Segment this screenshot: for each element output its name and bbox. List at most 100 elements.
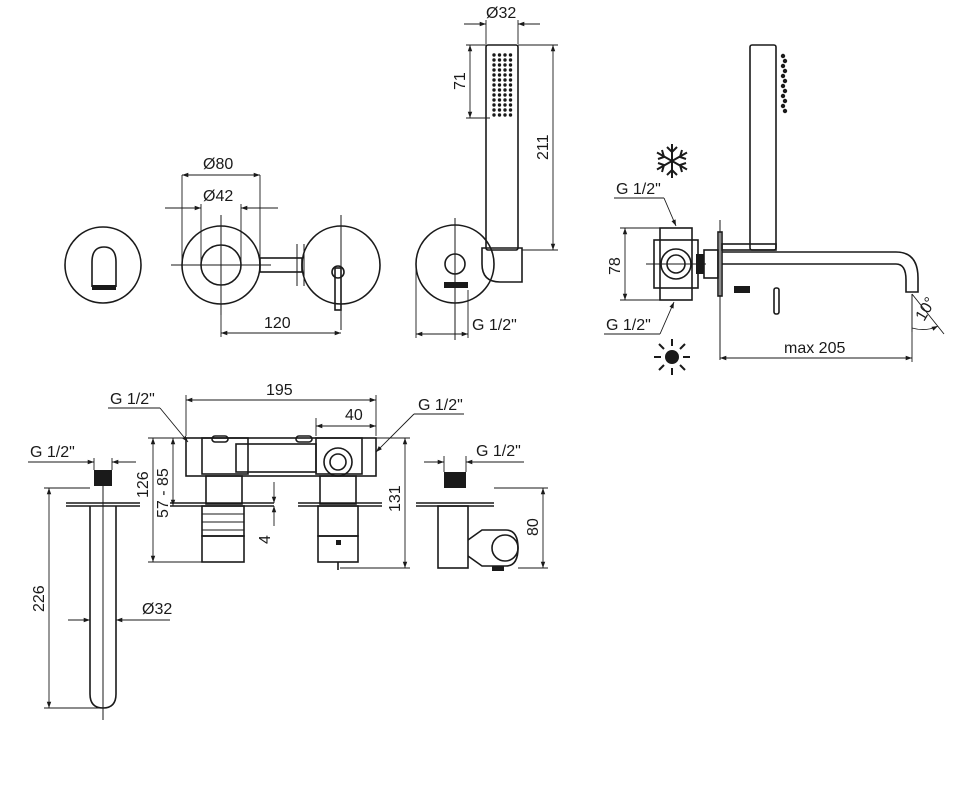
nozzle-dot [492,108,496,112]
label-height-80: 80 [525,518,542,536]
label-angle: 10° [913,295,940,324]
dim-height-80: 80 [494,487,548,569]
dim-diameter-80: Ø80 [181,156,261,260]
nozzle-dot [782,78,788,84]
nozzle-dot [497,103,502,107]
nozzle-dot [503,53,507,57]
nozzle-dot [780,63,786,69]
spout-rosette-front [64,226,142,304]
nozzle-dot [782,58,788,64]
nozzle-dot [492,83,496,87]
nozzle-dot [497,98,502,102]
label-spacing-120: 120 [264,315,291,332]
label-spout-diameter: Ø32 [142,601,172,618]
nozzle-dot [497,78,502,82]
mixer-body-side [646,44,919,360]
label-thread-side-top: G 1/2" [616,181,661,198]
dim-length-211: 211 [518,44,558,251]
label-thread-mixer-mid: G 1/2" [418,397,463,414]
dim-depth-4: 4 [257,482,277,544]
dim-diameter-32-top: Ø32 [464,5,540,44]
nozzle-dot [503,108,507,112]
nozzle-dot [508,78,513,82]
nozzle-dot [780,53,786,59]
nozzle-dot [497,58,502,62]
mixer-body-plan [170,435,382,570]
nozzle-dot [497,88,502,92]
nozzle-dot [503,98,507,102]
nozzle-dot [497,73,502,77]
label-thread-mixer-left: G 1/2" [110,391,155,408]
label-thread-holder: G 1/2" [476,443,521,460]
label-height-78: 78 [607,257,624,275]
nozzle-dot [780,103,786,109]
dim-depth-126: 126 [135,437,204,563]
label-depth-126: 126 [135,471,152,498]
nozzle-dot [508,58,513,62]
label-width-40: 40 [345,407,363,424]
nozzle-grid [492,53,513,117]
nozzle-dot [497,63,502,67]
label-depth-range: 57 - 85 [155,468,172,518]
nozzle-dot [492,58,496,62]
nozzle-dot [503,68,507,72]
nozzle-dot [780,93,786,99]
dim-spacing-120: 120 [220,300,341,337]
nozzle-dot [503,58,507,62]
nozzle-dot [497,83,502,87]
nozzle-dot [782,98,788,104]
dim-angle: 10° [911,293,945,335]
nozzle-dot [503,103,507,107]
nozzle-dot [492,88,496,92]
dim-max-reach: max 205 [720,294,913,362]
nozzle-dot [497,113,502,117]
nozzle-dot [492,68,496,72]
nozzle-dot [492,73,496,77]
nozzle-dot [508,108,513,112]
nozzle-dot [503,63,507,67]
nozzle-dot [782,108,788,114]
nozzle-dot [492,103,496,107]
nozzle-dot [503,78,507,82]
nozzle-dot [508,93,513,97]
nozzle-dot [508,73,513,77]
nozzle-dot [780,83,786,89]
snowflake-icon [656,144,688,178]
dim-depth-range: 57 - 85 [155,437,186,518]
dim-thread-mixer-left: G 1/2" [108,391,189,443]
nozzle-dot [508,68,513,72]
sun-icon [654,339,690,375]
nozzle-dot [492,53,496,57]
dim-width-195: 195 [185,382,377,436]
dim-thread-spout: G 1/2" [28,444,136,470]
nozzle-dot [503,113,507,117]
label-depth-4: 4 [257,535,274,544]
nozzle-dot [508,83,513,87]
nozzle-dot [508,113,513,117]
nozzle-dot [503,83,507,87]
dim-height-78: 78 [607,227,660,301]
nozzle-dot [492,98,496,102]
dim-head-71: 71 [452,44,490,119]
shower-holder-side [416,472,519,571]
nozzle-dot [508,63,513,67]
dim-thread-side-bottom: G 1/2" [604,301,675,335]
mixer-rosette-right [301,215,381,330]
nozzle-dot [508,88,513,92]
nozzle-dot [508,53,513,57]
nozzle-dot [497,68,502,72]
hand-shower-front [415,44,523,340]
label-spout-226: 226 [31,585,48,612]
nozzle-dot [492,78,496,82]
spout-side [66,470,140,720]
label-thread-side-bottom: G 1/2" [606,317,651,334]
dim-spout-226: 226 [31,487,100,709]
dim-thread-side-top: G 1/2" [614,181,677,227]
label-diameter-32-top: Ø32 [486,5,516,22]
label-length-211: 211 [535,134,552,160]
nozzle-dot [497,108,502,112]
dim-width-40: 40 [315,407,376,436]
side-nozzle-dots [780,53,788,114]
dim-depth-131: 131 [340,437,410,569]
label-diameter-42: Ø42 [203,188,233,205]
